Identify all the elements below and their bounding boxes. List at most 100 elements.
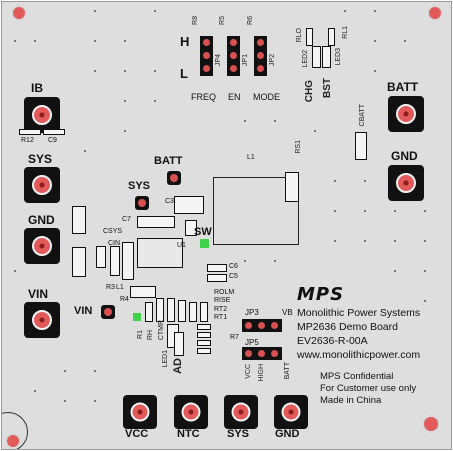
label-ad: AD bbox=[172, 358, 184, 374]
resistor-r12 bbox=[19, 129, 41, 135]
via bbox=[14, 40, 16, 42]
via bbox=[334, 240, 336, 242]
label-vb: VB bbox=[282, 308, 293, 317]
label-jp3: JP3 bbox=[245, 308, 259, 317]
confidential-line-2: For Customer use only bbox=[320, 383, 417, 394]
label-r1: R1 bbox=[137, 330, 144, 339]
capacitor-c9 bbox=[43, 129, 65, 135]
jumper-jp1[interactable] bbox=[227, 36, 240, 76]
confidential-line-3: Made in China bbox=[320, 395, 382, 406]
terminal-gnd-bottom[interactable] bbox=[274, 395, 308, 429]
via bbox=[274, 120, 276, 122]
header-jp5[interactable] bbox=[242, 347, 282, 360]
part-number: EV2636-R-00A bbox=[297, 335, 368, 347]
capacitor-c6 bbox=[207, 264, 227, 272]
label-rt1: RT1 bbox=[214, 314, 228, 321]
terminal-vin-left[interactable] bbox=[24, 302, 60, 338]
jumper-jp2[interactable] bbox=[254, 36, 267, 76]
via bbox=[94, 40, 96, 42]
label-led3: LED3 bbox=[335, 48, 342, 66]
via bbox=[84, 150, 86, 152]
terminal-gnd-left[interactable] bbox=[24, 228, 60, 264]
label-jp4: JP4 bbox=[215, 54, 222, 67]
via bbox=[274, 260, 276, 262]
capacitor-c3 bbox=[174, 196, 204, 214]
label-sys-bottom: SYS bbox=[227, 428, 250, 440]
capacitor-c7 bbox=[137, 216, 175, 228]
via bbox=[364, 210, 366, 212]
label-r8: R8 bbox=[192, 16, 199, 25]
terminal-sys-left[interactable] bbox=[24, 167, 60, 203]
label-jp2: JP2 bbox=[269, 54, 276, 67]
label-ctmr: CTMR bbox=[158, 320, 165, 341]
label-cbatt: CBATT bbox=[359, 104, 366, 127]
label-h: H bbox=[180, 34, 190, 49]
label-rs1: RS1 bbox=[295, 140, 302, 154]
terminal-vcc-bottom[interactable] bbox=[123, 395, 157, 429]
capacitor-left-vertical-a bbox=[96, 246, 106, 268]
terminal-ntc-bottom[interactable] bbox=[174, 395, 208, 429]
inductor-l1-outline bbox=[213, 177, 299, 245]
terminal-sys-bottom[interactable] bbox=[224, 395, 258, 429]
label-rolm: ROLM bbox=[214, 289, 235, 296]
resistor-array-6 bbox=[200, 302, 208, 322]
capacitor-cbatt bbox=[355, 132, 367, 160]
via bbox=[124, 70, 126, 72]
label-vcc-vertical: VCC bbox=[245, 364, 252, 379]
via bbox=[364, 180, 366, 182]
label-batt-center: BATT bbox=[154, 155, 183, 167]
label-vcc-bottom: VCC bbox=[125, 428, 149, 440]
label-cin: CIN bbox=[108, 240, 121, 247]
via bbox=[154, 70, 156, 72]
label-rl1: RL1 bbox=[342, 26, 349, 39]
via bbox=[344, 10, 346, 12]
company-name: Monolithic Power Systems bbox=[297, 307, 421, 319]
via bbox=[154, 100, 156, 102]
inductor-l1-small bbox=[130, 286, 156, 298]
via bbox=[94, 400, 96, 402]
via bbox=[124, 130, 126, 132]
resistor-rlo bbox=[306, 28, 313, 46]
resistor-array-2 bbox=[156, 298, 164, 322]
led-led1 bbox=[174, 332, 184, 356]
label-batt-vertical: BATT bbox=[284, 362, 291, 380]
label-led2: LED2 bbox=[302, 50, 309, 68]
testpoint-sys[interactable] bbox=[135, 196, 149, 210]
vin-marker bbox=[133, 313, 141, 321]
terminal-gnd-right[interactable] bbox=[388, 165, 424, 201]
label-vin-small: VIN bbox=[74, 305, 93, 317]
label-r5: R5 bbox=[219, 16, 226, 25]
terminal-ib[interactable] bbox=[24, 97, 60, 133]
via bbox=[14, 270, 16, 272]
capacitor-near-u1 bbox=[185, 220, 197, 236]
header-jp3[interactable] bbox=[242, 319, 282, 332]
terminal-batt-top-right[interactable] bbox=[388, 96, 424, 132]
jumper-jp4[interactable] bbox=[200, 36, 213, 76]
label-c9: C9 bbox=[48, 137, 57, 144]
label-mode: MODE bbox=[253, 92, 280, 102]
label-c6: C6 bbox=[229, 263, 238, 270]
label-rh: RH bbox=[147, 330, 154, 341]
label-vin-left: VIN bbox=[28, 287, 49, 301]
testpoint-batt[interactable] bbox=[167, 171, 181, 185]
via bbox=[374, 10, 376, 12]
label-ntc-bottom: NTC bbox=[177, 428, 200, 440]
website: www.monolithicpower.com bbox=[297, 349, 421, 361]
label-l1-big: L1 bbox=[247, 154, 255, 161]
testpoint-vin[interactable] bbox=[101, 305, 115, 319]
via bbox=[124, 100, 126, 102]
resistor-array-5 bbox=[189, 302, 197, 322]
via bbox=[154, 10, 156, 12]
via bbox=[394, 240, 396, 242]
via bbox=[424, 300, 426, 302]
label-r6: R6 bbox=[247, 16, 254, 25]
via bbox=[424, 240, 426, 242]
mounting-hole-top-right bbox=[427, 5, 443, 21]
via bbox=[94, 70, 96, 72]
label-jp1: JP1 bbox=[242, 54, 249, 67]
label-gnd-right: GND bbox=[391, 149, 418, 163]
via bbox=[374, 40, 376, 42]
label-r7: R7 bbox=[230, 334, 239, 341]
label-r3: R3 bbox=[106, 284, 115, 291]
